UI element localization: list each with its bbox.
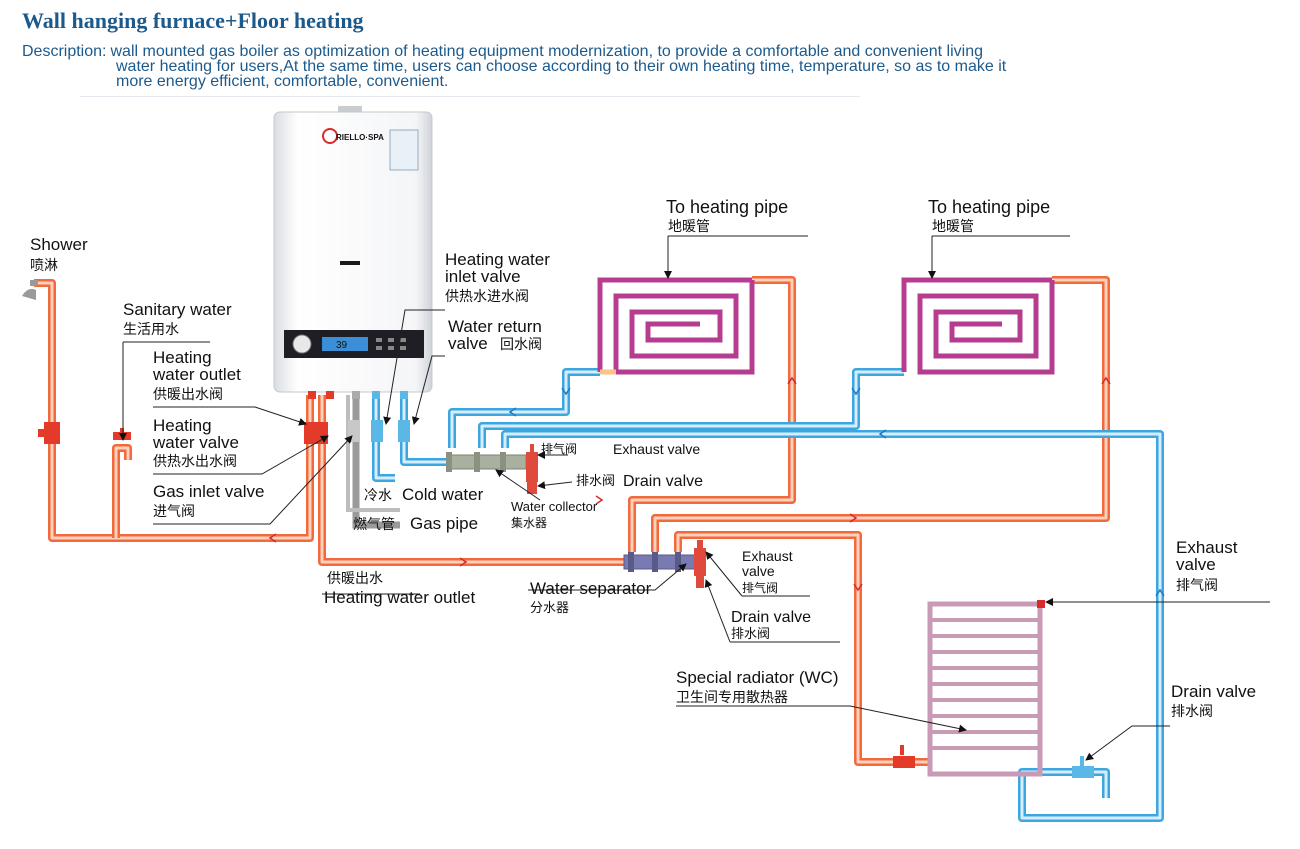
label-separator-en: Water separator — [530, 579, 652, 598]
label-shower-zh: 喷淋 — [30, 258, 58, 274]
leader-lines — [119, 235, 1270, 761]
label-hwi-zh: 供热水进水阀 — [445, 289, 529, 305]
boiler-brand: RIELLO·SPA — [336, 133, 384, 142]
label-exhaust3-zh: 排气阀 — [1176, 578, 1218, 594]
label-heat-pipe1-zh: 地暖管 — [668, 219, 710, 235]
flow-arrows — [268, 376, 1165, 597]
label-hwo-en2: water outlet — [152, 365, 241, 384]
floor-heating-coil-1 — [597, 277, 755, 375]
description-line-3: more energy efficient, comfortable, conv… — [116, 73, 449, 90]
label-wr-zh: 回水阀 — [500, 337, 542, 353]
label-drain1-zh: 排水阀 — [576, 474, 615, 489]
label-hwo-en1: Heating — [153, 348, 212, 367]
label-drain2-zh: 排水阀 — [731, 627, 770, 642]
label-wr-en1: Water return — [448, 317, 542, 336]
label-outlet-en: Heating water outlet — [324, 588, 475, 607]
label-drain1-en: Drain valve — [623, 473, 703, 490]
label-collector-en: Water collector — [511, 499, 598, 514]
label-cold-en: Cold water — [402, 485, 484, 504]
label-hwv-en1: Heating — [153, 416, 212, 435]
label-exhaust1-en: Exhaust valve — [613, 441, 700, 457]
label-hwi-en2: inlet valve — [445, 267, 521, 286]
label-hwi-en1: Heating water — [445, 250, 550, 269]
label-heat-pipe2-en: To heating pipe — [928, 197, 1050, 217]
label-hwo-zh: 供暖出水阀 — [153, 387, 223, 403]
label-sanitary-en: Sanitary water — [123, 300, 232, 319]
label-exhaust2-en2: valve — [742, 563, 775, 579]
floor-heating-coil-2 — [901, 277, 1055, 375]
description: Description:wall mounted gas boiler as o… — [22, 43, 1102, 90]
description-lead: Description: — [22, 43, 107, 60]
label-drain3-zh: 排水阀 — [1171, 704, 1213, 720]
label-sanitary-zh: 生活用水 — [123, 322, 179, 338]
title-divider — [80, 96, 860, 97]
label-radiator-zh: 卫生间专用散热器 — [676, 690, 788, 706]
label-cold-zh: 冷水 — [364, 488, 392, 504]
label-outlet-zh: 供暖出水 — [327, 571, 383, 587]
hot-pipes — [34, 276, 1110, 766]
label-gaspipe-en: Gas pipe — [410, 514, 478, 533]
label-drain3-en: Drain valve — [1171, 682, 1256, 701]
label-gas-inlet-en: Gas inlet valve — [153, 482, 265, 501]
label-radiator-en: Special radiator (WC) — [676, 668, 839, 687]
label-separator-zh: 分水器 — [530, 601, 569, 616]
label-gaspipe-zh: 燃气管 — [353, 516, 395, 533]
label-heat-pipe2-zh: 地暖管 — [932, 219, 974, 235]
label-heat-pipe1-en: To heating pipe — [666, 197, 788, 217]
shower-head-icon — [22, 280, 38, 300]
wc-radiator — [893, 600, 1094, 778]
water-collector — [446, 444, 538, 494]
description-line-2: water heating for users,At the same time… — [116, 58, 1007, 75]
label-exhaust2-en1: Exhaust — [742, 548, 793, 564]
label-wr-en2: valve — [448, 334, 488, 353]
label-shower-en: Shower — [30, 235, 88, 254]
label-exhaust3-en1: Exhaust — [1176, 538, 1238, 557]
boiler-display-value: 39 — [336, 340, 348, 351]
description-line-1: wall mounted gas boiler as optimization … — [110, 43, 983, 60]
label-drain2-en: Drain valve — [731, 609, 811, 626]
label-hwv-zh: 供热水出水阀 — [153, 454, 237, 470]
label-exhaust3-en2: valve — [1176, 555, 1216, 574]
page-title: Wall hanging furnace+Floor heating — [22, 8, 364, 33]
label-collector-zh: 集水器 — [511, 515, 547, 530]
label-exhaust1-zh: 排气阀 — [541, 441, 577, 456]
label-hwv-en2: water valve — [152, 433, 239, 452]
wall-boiler — [273, 106, 433, 399]
label-gas-inlet-zh: 进气阀 — [153, 504, 195, 520]
label-exhaust2-zh: 排气阀 — [742, 580, 778, 595]
